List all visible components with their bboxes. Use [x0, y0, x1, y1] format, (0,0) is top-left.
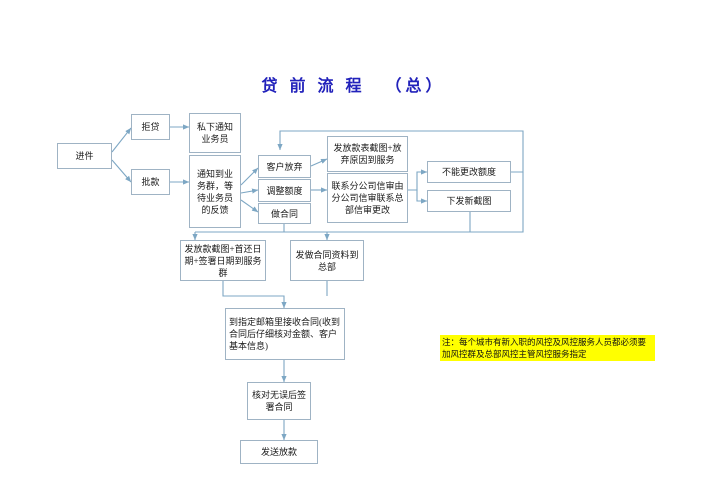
node-receive-contract-mailbox[interactable]: 到指定邮箱里接收合同(收到合同后仔细核对金额、客户基本信息): [225, 308, 345, 360]
edge-merge-left: [222, 281, 287, 309]
node-send-contract-materials[interactable]: 发做合同资料到总部: [290, 240, 364, 281]
node-issue-new-screenshot[interactable]: 下发新截图: [427, 190, 511, 212]
node-send-payout-dates[interactable]: 发放款截图+首还日期+签署日期到服务群: [180, 240, 266, 281]
edge-intake-approve: [111, 159, 132, 183]
node-contact-branch-credit[interactable]: 联系分公司信审由分公司信审联系总部信审更改: [327, 173, 408, 223]
edge-branch-newshot: [408, 189, 428, 204]
node-send-screenshot-reason[interactable]: 发放款表截图+放弃原因到服务: [327, 136, 408, 172]
node-reject[interactable]: 拒贷: [131, 114, 170, 140]
node-intake[interactable]: 进件: [57, 143, 112, 169]
node-cannot-change-quota[interactable]: 不能更改额度: [427, 161, 511, 183]
node-send-payout[interactable]: 发送放款: [240, 440, 318, 464]
edge-right-bottom-rail: [195, 172, 524, 233]
node-approve[interactable]: 批款: [131, 169, 170, 195]
node-notify-group-wait-feedback[interactable]: 通知到业务群，等待业务员的反馈: [189, 155, 241, 228]
edge-group-adjust: [240, 188, 259, 194]
edge-branch-cannot: [408, 169, 428, 191]
page-title: 贷 前 流 程 （总）: [261, 78, 446, 95]
node-customer-abandon[interactable]: 客户放弃: [258, 155, 311, 178]
risk-control-note: 注：每个城市有新入职的风控及风控服务人员都必须要加风控群及总部风控主管风控服务指…: [440, 335, 655, 361]
edge-abandon-screenshot: [310, 158, 328, 167]
edge-group-abandon: [240, 167, 259, 186]
edge-group-contract: [240, 199, 259, 213]
node-sign-after-check[interactable]: 核对无误后签署合同: [247, 382, 311, 420]
edge-intake-reject: [111, 127, 132, 153]
edge-loopback-abandon: [277, 130, 524, 173]
node-adjust-quota[interactable]: 调整额度: [258, 179, 311, 202]
node-make-contract[interactable]: 做合同: [258, 203, 311, 224]
node-notify-agent-privately[interactable]: 私下通知业务员: [189, 113, 241, 153]
